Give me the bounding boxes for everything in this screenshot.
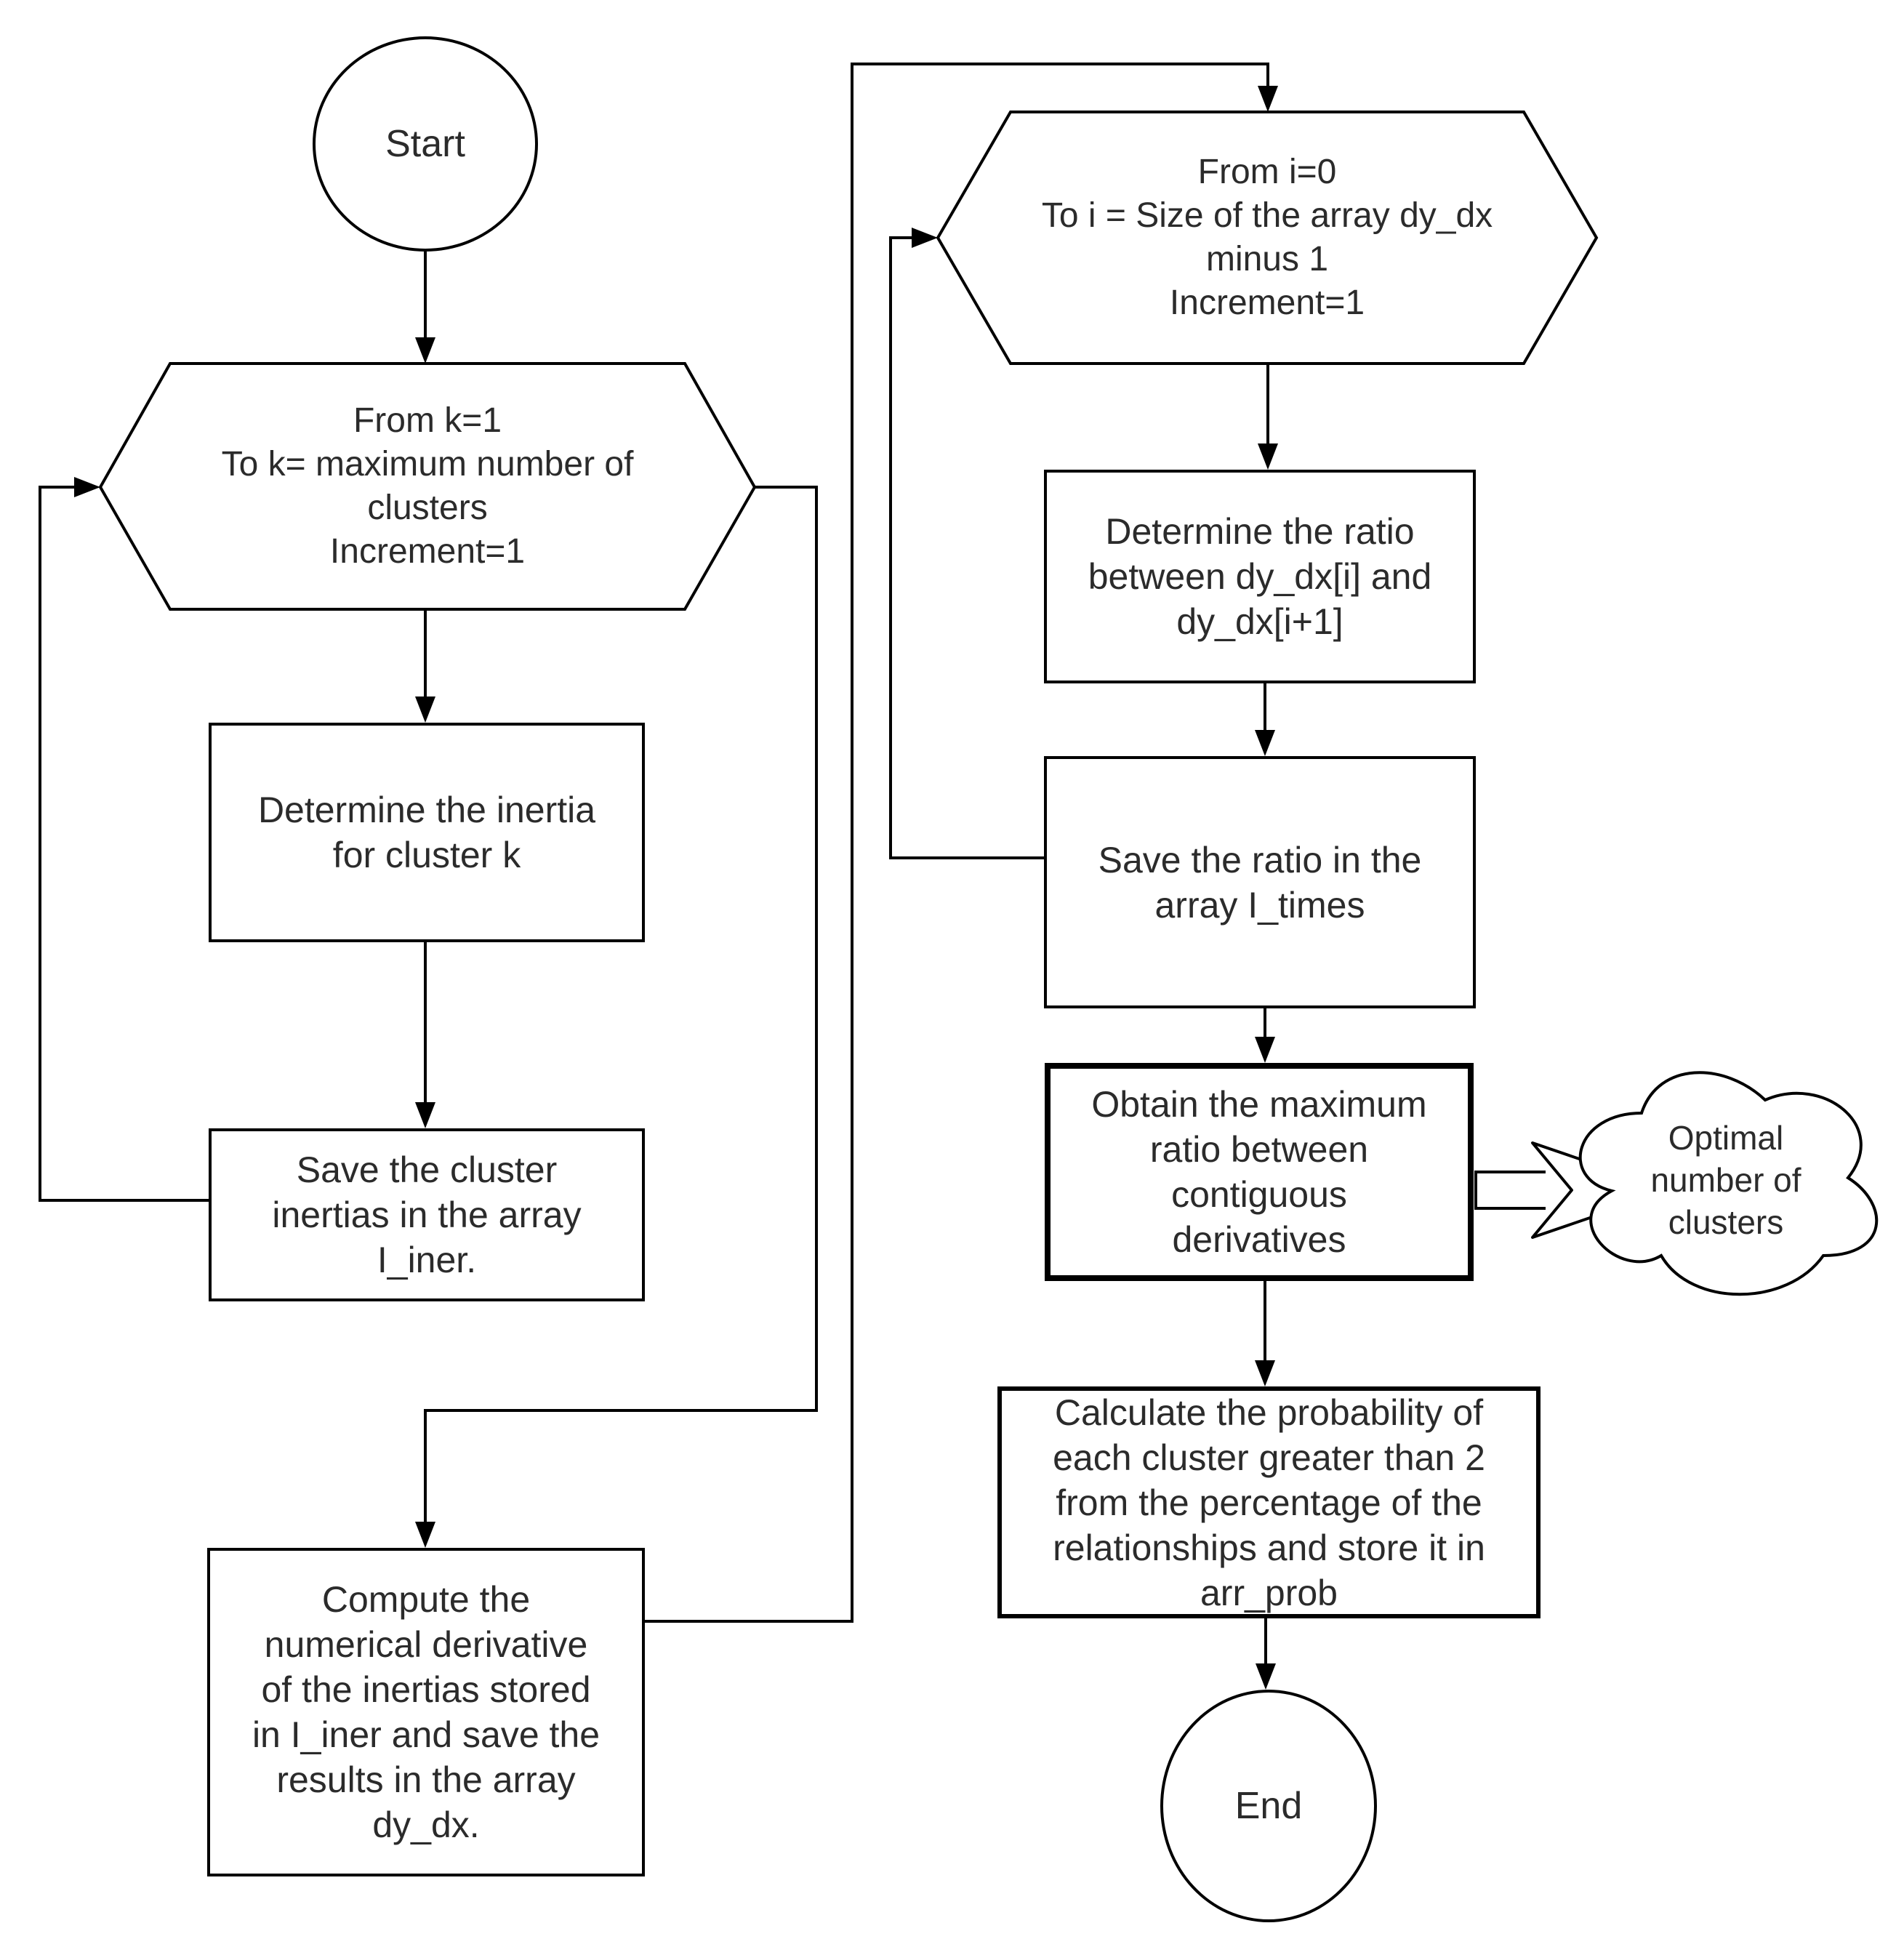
edge-compute-derivative-to-loop-i [645,63,1278,1623]
edge-start-to-loop-k [415,252,435,364]
edge-calculate-probability-to-end [1256,1618,1276,1690]
process-save-inertias: Save the cluster inertias in the array I… [209,1128,645,1301]
arrowhead-down-icon [1255,730,1275,756]
process-compute-derivative-label: Compute the numerical derivative of the … [252,1579,600,1845]
arrowhead-right-icon [74,477,100,497]
edge-loop-k-to-determine-inertia [415,609,435,723]
arrowhead-down-icon [1255,1037,1275,1063]
process-calculate-probability-label: Calculate the probability of each cluste… [1053,1392,1485,1613]
arrowhead-down-icon [415,337,435,364]
terminator-end: End [1160,1690,1377,1922]
process-determine-inertia-label: Determine the inertia for cluster k [257,790,596,875]
terminator-start-label: Start [385,123,465,165]
process-save-ratio: Save the ratio in the array I_times [1044,756,1476,1008]
process-save-ratio-label: Save the ratio in the array I_times [1098,839,1422,926]
arrowhead-down-icon [415,1102,435,1128]
edge-loop-i-to-determine-ratio [1258,364,1278,470]
terminator-end-label: End [1234,1785,1303,1827]
arrowhead-down-icon [415,1522,435,1548]
loop-limit-i-hexagon [936,111,1599,365]
terminator-start: Start [313,36,538,252]
process-save-inertias-label: Save the cluster inertias in the array I… [272,1149,582,1280]
process-determine-ratio: Determine the ratio between dy_dx[i] and… [1044,470,1476,683]
arrowhead-right-icon [912,228,938,248]
arrowhead-down-icon [415,696,435,723]
edge-obtain-max-to-calculate-probability [1255,1281,1275,1386]
block-arrow-to-cloud-icon [1474,1141,1672,1239]
process-obtain-max-ratio-label: Obtain the maximum ratio between contigu… [1091,1084,1427,1260]
loop-limit-k-hexagon [98,362,757,611]
process-determine-inertia: Determine the inertia for cluster k [209,723,645,942]
edge-save-inertias-loopback-to-loop-k [39,477,209,1202]
optimal-clusters-cloud [1578,1071,1879,1296]
edge-save-ratio-to-obtain-max [1255,1008,1275,1063]
arrowhead-down-icon [1258,86,1278,112]
loop-limit-i-label: From i=0 To i = Size of the array dy_dx … [1041,153,1493,322]
process-compute-derivative: Compute the numerical derivative of the … [207,1548,645,1876]
arrowhead-down-icon [1256,1663,1276,1690]
process-obtain-max-ratio: Obtain the maximum ratio between contigu… [1045,1063,1474,1281]
arrowhead-down-icon [1255,1360,1275,1386]
process-determine-ratio-label: Determine the ratio between dy_dx[i] and… [1088,511,1432,642]
process-calculate-probability: Calculate the probability of each cluste… [997,1386,1541,1618]
edge-loop-k-exit-to-compute-derivative [415,486,818,1548]
edge-save-ratio-loopback-to-loop-i [889,228,1044,859]
arrowhead-down-icon [1258,443,1278,470]
edge-determine-ratio-to-save-ratio [1255,683,1275,756]
edge-determine-inertia-to-save-inertias [415,942,435,1128]
loop-limit-k-label: From k=1 To k= maximum number of cluster… [221,401,634,571]
optimal-clusters-label: Optimal number of clusters [1650,1119,1801,1241]
